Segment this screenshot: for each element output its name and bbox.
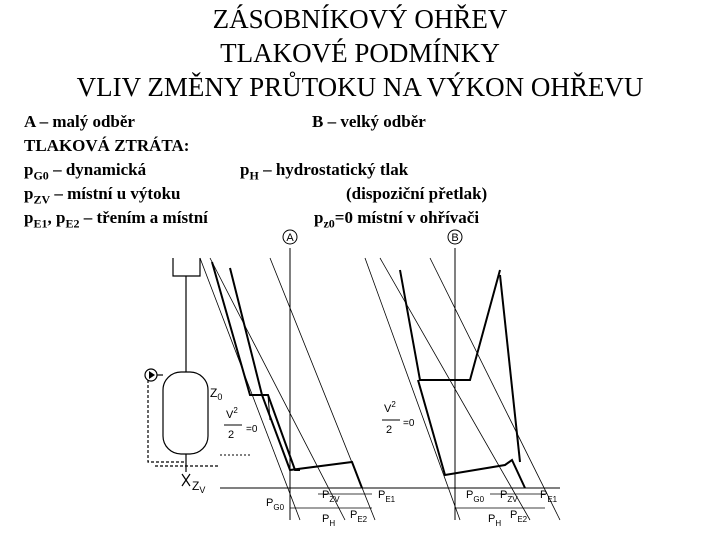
v2-label-a: V2 bbox=[226, 406, 238, 421]
v2-denominator-a: 2 bbox=[228, 429, 234, 441]
ph-definition: pH – hydrostatický tlak bbox=[240, 160, 409, 183]
zv-label: ZV bbox=[192, 479, 205, 495]
label-ph-b: PH bbox=[488, 513, 501, 528]
pe-definition: pE1, pE2 – třením a místní bbox=[24, 208, 208, 231]
case-a-label: A – malý odběr bbox=[24, 112, 135, 131]
loss-heading: TLAKOVÁ ZTRÁTA: bbox=[24, 136, 190, 155]
diagram-a-lines bbox=[199, 257, 376, 521]
eq0-label-b: =0 bbox=[403, 418, 415, 429]
v2-label-b: V2 bbox=[384, 400, 396, 415]
marker-b bbox=[447, 229, 463, 245]
heater-tank bbox=[147, 258, 220, 472]
title-line-2: TLAKOVÉ PODMÍNKY bbox=[220, 38, 500, 68]
pz0-definition: pz0=0 místní v ohřívači bbox=[314, 208, 480, 231]
dimension-lines bbox=[290, 493, 545, 509]
marker-a-letter: A bbox=[286, 232, 294, 244]
label-pzv-a: PZV bbox=[322, 489, 340, 504]
label-pzv-b: PZV bbox=[500, 489, 518, 504]
label-ph-a: PH bbox=[322, 513, 335, 528]
case-b-label: B – velký odběr bbox=[312, 112, 426, 131]
diagram-b-lines bbox=[364, 257, 561, 521]
dispositional-pressure: (dispoziční přetlak) bbox=[346, 184, 488, 203]
valve-icon bbox=[181, 473, 191, 487]
label-pg0-a: PG0 bbox=[266, 497, 285, 512]
axes bbox=[220, 248, 560, 520]
pg0-definition: pG0 – dynamická bbox=[24, 160, 147, 183]
label-pe2-b: PE2 bbox=[510, 509, 528, 524]
label-pe1-a: PE1 bbox=[378, 489, 396, 504]
z0-label: Z0 bbox=[210, 386, 222, 402]
title-line-3: VLIV ZMĚNY PRŮTOKU NA VÝKON OHŘEVU bbox=[76, 72, 644, 102]
v2-denominator-b: 2 bbox=[386, 424, 392, 436]
label-pe1-b: PE1 bbox=[540, 489, 558, 504]
marker-a bbox=[282, 229, 298, 245]
pzv-definition: pZV – místní u výtoku bbox=[24, 184, 181, 207]
label-pe2-a: PE2 bbox=[350, 509, 368, 524]
title-line-1: ZÁSOBNÍKOVÝ OHŘEV bbox=[212, 4, 508, 34]
pump-arrow-icon bbox=[149, 371, 155, 379]
label-pg0-b: PG0 bbox=[466, 489, 485, 504]
marker-b-letter: B bbox=[451, 232, 458, 244]
eq0-label-a: =0 bbox=[246, 424, 258, 435]
